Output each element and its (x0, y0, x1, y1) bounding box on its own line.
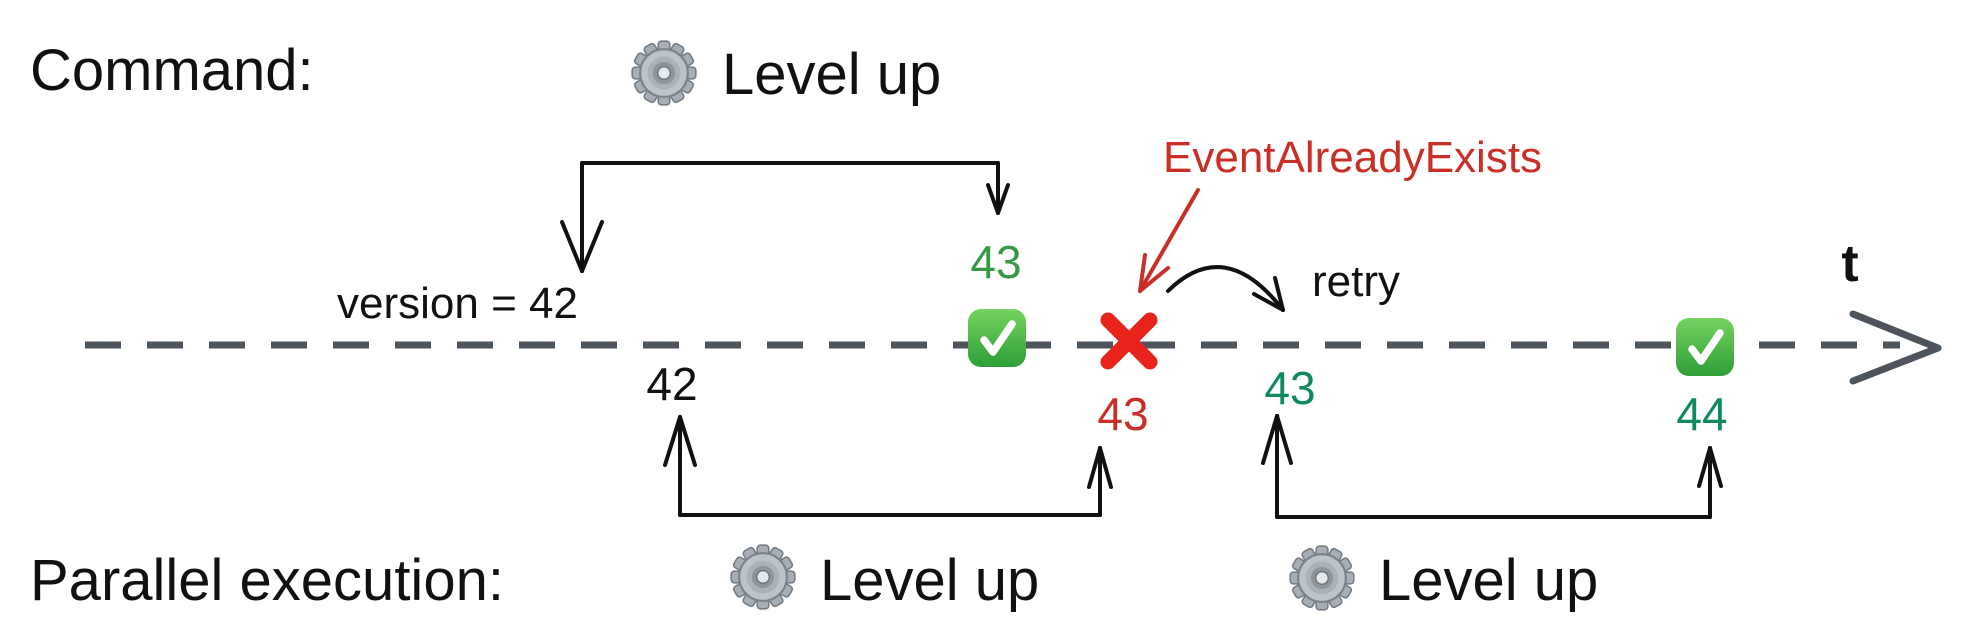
parallel-read-version-label: 42 (646, 358, 697, 410)
error-label: EventAlreadyExists (1163, 133, 1542, 182)
retry-arrow (1166, 265, 1285, 312)
retry-written-version-label: 44 (1676, 388, 1727, 440)
parallel-span-bracket-2 (1261, 414, 1723, 519)
check-icon (1676, 318, 1734, 376)
error-arrow (1138, 188, 1200, 293)
parallel-span-bracket-1 (663, 415, 1113, 517)
gear-icon (730, 544, 796, 610)
parallel-operation-2-label: Level up (1379, 548, 1598, 613)
command-span-bracket (560, 161, 1010, 273)
gear-icon (1289, 545, 1355, 611)
gear-icon (631, 40, 697, 106)
timeline-arrowhead-icon (1849, 310, 1942, 385)
command-operation-label: Level up (722, 42, 941, 107)
parallel-written-version-label: 43 (970, 236, 1021, 288)
retry-read-version-label: 43 (1264, 362, 1315, 414)
parallel-operation-1-label: Level up (820, 548, 1039, 613)
version-read-label: version = 42 (337, 279, 578, 328)
cross-icon (1108, 320, 1150, 362)
parallel-row-label: Parallel execution: (30, 548, 504, 613)
time-axis-label: t (1841, 235, 1858, 293)
command-failed-version-label: 43 (1097, 388, 1148, 440)
retry-label: retry (1312, 257, 1400, 306)
check-icon (968, 309, 1026, 367)
command-row-label: Command: (30, 38, 314, 103)
